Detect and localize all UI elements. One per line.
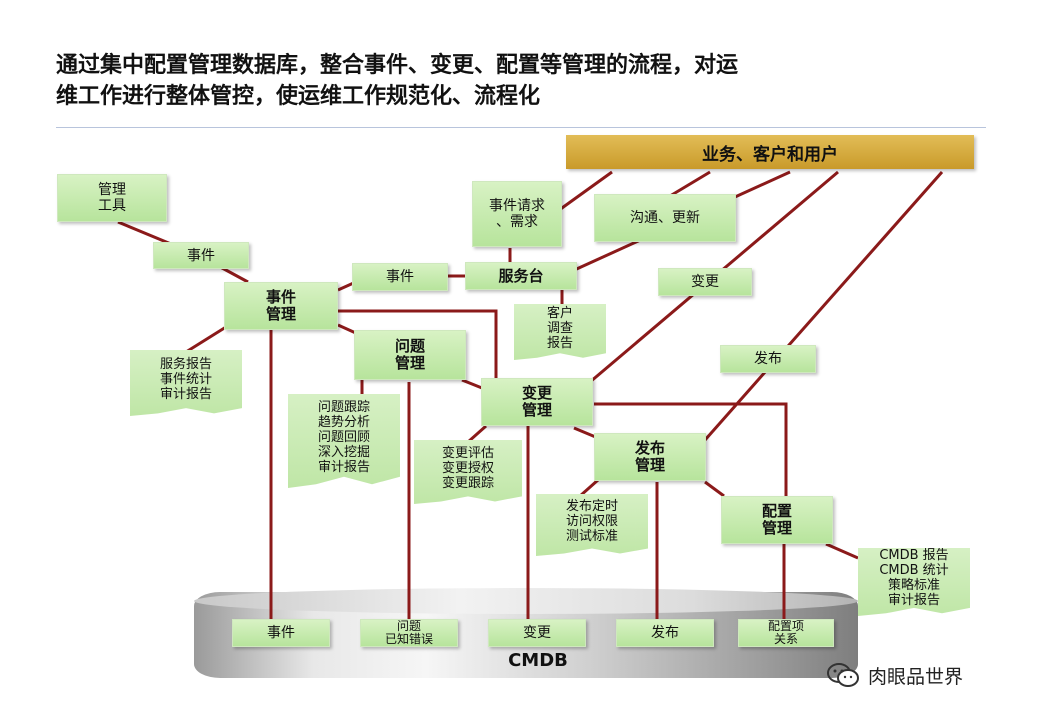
page-title: 通过集中配置管理数据库，整合事件、变更、配置等管理的流程，对运 维工作进行整体管… <box>56 50 856 112</box>
cmdb-slot-problem: 问题 已知错误 <box>360 619 458 647</box>
line-eventmgmt-to-change <box>338 309 498 378</box>
management-tool-box: 管理 工具 <box>57 174 167 222</box>
cmdb-cylinder-top <box>194 588 858 614</box>
line-banner-release <box>703 171 944 441</box>
wechat-icon <box>827 663 859 687</box>
cmdb-slot-event: 事件 <box>232 619 330 647</box>
customer-survey-doc: 客户 调查 报告 <box>514 304 606 360</box>
title-line-2: 维工作进行整体管控，使运维工作规范化、流程化 <box>56 84 541 109</box>
cmdb-slot-change: 变更 <box>488 619 586 647</box>
line-banner-event-request <box>554 170 613 215</box>
line-eventmgmt-to-report <box>185 325 227 354</box>
problem-management-box: 问题 管理 <box>354 330 466 380</box>
change-label-box: 变更 <box>658 268 752 296</box>
line-release-to-report <box>579 478 599 498</box>
release-management-box: 发布 管理 <box>594 433 706 481</box>
service-desk-box: 服务台 <box>465 262 577 290</box>
line-change-to-report <box>467 424 487 444</box>
watermark-text: 肉眼品世界 <box>868 665 964 688</box>
cmdb-slot-release: 发布 <box>616 619 714 647</box>
change-report-doc: 变更评估 变更授权 变更跟踪 <box>414 440 522 504</box>
change-management-box: 变更 管理 <box>481 378 593 426</box>
event-label-left: 事件 <box>153 242 249 269</box>
title-line-1: 通过集中配置管理数据库，整合事件、变更、配置等管理的流程，对运 <box>56 53 739 78</box>
communication-update-box: 沟通、更新 <box>594 194 736 242</box>
cmdb-report-doc: CMDB 报告 CMDB 统计 策略标准 审计报告 <box>858 548 970 616</box>
line-config-to-report <box>825 542 859 560</box>
cmdb-slot-config-item: 配置项 关系 <box>738 619 834 647</box>
title-divider <box>56 127 986 128</box>
config-management-box: 配置 管理 <box>721 496 833 544</box>
event-label-mid: 事件 <box>352 263 448 291</box>
problem-report-doc: 问题跟踪 趋势分析 问题回顾 深入挖掘 审计报告 <box>288 394 400 488</box>
watermark: 肉眼品世界 <box>826 660 963 690</box>
line-problem-to-change <box>461 378 483 390</box>
event-management-box: 事件 管理 <box>224 282 338 330</box>
release-label-box: 发布 <box>720 345 816 373</box>
service-report-doc: 服务报告 事件统计 审计报告 <box>130 350 242 416</box>
event-request-box: 事件请求 、需求 <box>472 181 562 247</box>
business-customer-banner: 业务、客户和用户 <box>566 135 974 169</box>
line-change-to-config-top <box>594 402 788 496</box>
cmdb-label: CMDB <box>508 650 568 671</box>
release-report-doc: 发布定时 访问权限 测试标准 <box>536 494 648 556</box>
line-release-to-config <box>704 480 725 498</box>
